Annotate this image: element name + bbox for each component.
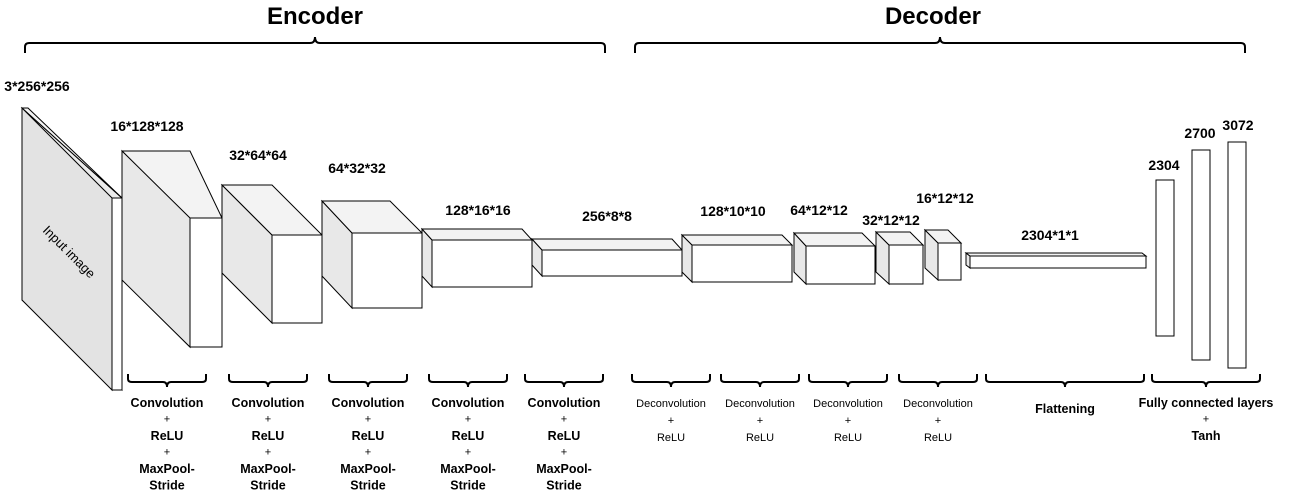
operation-label-line: Flattening: [1035, 402, 1095, 416]
input-image-block: Input image: [20, 106, 123, 392]
operation-label-line: Stride: [350, 479, 385, 493]
operation-label-line: ReLU: [252, 429, 285, 443]
operation-brace: [720, 374, 800, 388]
dim-label: 2304*1*1: [1021, 227, 1079, 243]
operation-brace: [328, 374, 408, 388]
dim-label: 64*32*32: [328, 160, 386, 176]
operation-label-line: MaxPool-: [536, 462, 592, 476]
operation-label-line: Tanh: [1192, 429, 1221, 443]
dim-label: 64*12*12: [790, 202, 848, 218]
encoder-brace: [24, 36, 606, 53]
operation-label-line: +: [668, 415, 674, 427]
operation-label-line: MaxPool-: [139, 462, 195, 476]
fc-layer-3: [1227, 141, 1247, 369]
operation-label-line: Stride: [546, 479, 581, 493]
operation-label-line: Deconvolution: [903, 398, 973, 410]
encoder-block-4: [420, 227, 534, 289]
operation-label-line: Convolution: [528, 396, 601, 410]
operation-label-line: +: [365, 414, 371, 426]
operation-label-line: +: [561, 414, 567, 426]
dim-label: 32*64*64: [229, 147, 287, 163]
operation-braces: [127, 374, 1261, 388]
operation-label-line: Deconvolution: [636, 398, 706, 410]
fc-layer-2: [1191, 149, 1211, 361]
operation-brace: [1151, 374, 1261, 388]
operation-label-line: MaxPool-: [340, 462, 396, 476]
operation-label-line: Stride: [250, 479, 285, 493]
operation-label-line: +: [164, 414, 170, 426]
operation-label-line: +: [265, 414, 271, 426]
operation-label-line: Stride: [149, 479, 184, 493]
dim-label: 128*10*10: [700, 203, 766, 219]
operation-label-line: +: [265, 447, 271, 459]
operation-label-line: +: [164, 447, 170, 459]
operation-brace: [985, 374, 1145, 388]
operation-label-line: ReLU: [352, 429, 385, 443]
fc-layer-1: [1155, 179, 1175, 337]
operation-label-line: ReLU: [834, 432, 862, 444]
operation-label-line: Deconvolution: [725, 398, 795, 410]
operation-label-line: Convolution: [432, 396, 505, 410]
operation-label-line: MaxPool-: [440, 462, 496, 476]
decoder-block-4: [923, 228, 963, 282]
dim-label: 32*12*12: [862, 212, 920, 228]
operation-label-line: ReLU: [746, 432, 774, 444]
operation-label-line: Convolution: [332, 396, 405, 410]
operation-label-line: MaxPool-: [240, 462, 296, 476]
operation-label-line: Deconvolution: [813, 398, 883, 410]
operation-labels: Convolution + ReLU + MaxPool- Stride Convoluti…: [131, 396, 1274, 493]
operation-label-line: ReLU: [548, 429, 581, 443]
dim-label: 16*128*128: [110, 118, 183, 134]
operation-label-line: +: [465, 414, 471, 426]
flatten-block: [964, 252, 1148, 269]
operation-brace: [631, 374, 711, 388]
decoder-brace: [634, 36, 1246, 53]
dim-label: 2700: [1184, 125, 1215, 141]
operation-label-line: Stride: [450, 479, 485, 493]
operation-label-line: ReLU: [657, 432, 685, 444]
dim-label: 3*256*256: [4, 78, 70, 94]
encoder-title: Encoder: [267, 3, 363, 30]
operation-label-line: +: [757, 415, 763, 427]
operation-label-line: +: [1203, 414, 1209, 426]
operation-label-line: +: [365, 447, 371, 459]
dim-label: 16*12*12: [916, 190, 974, 206]
operation-brace: [428, 374, 508, 388]
encoder-block-5: [530, 237, 684, 278]
dim-label: 128*16*16: [445, 202, 511, 218]
operation-label-line: Convolution: [131, 396, 204, 410]
operation-label-line: Fully connected layers: [1139, 396, 1274, 410]
operation-label-line: +: [465, 447, 471, 459]
operation-label-line: +: [935, 415, 941, 427]
operation-label-line: ReLU: [151, 429, 184, 443]
operation-brace: [127, 374, 207, 388]
dim-label: 256*8*8: [582, 208, 632, 224]
operation-brace: [808, 374, 888, 388]
decoder-block-2: [792, 231, 877, 286]
decoder-title: Decoder: [885, 3, 981, 30]
operation-brace: [898, 374, 978, 388]
operation-brace: [228, 374, 308, 388]
operation-label-line: ReLU: [452, 429, 485, 443]
decoder-block-1: [680, 233, 794, 284]
encoder-block-2: [220, 183, 324, 325]
encoder-block-1: [121, 149, 223, 349]
encoder-block-3: [320, 199, 424, 310]
operation-brace: [524, 374, 604, 388]
operation-label-line: +: [845, 415, 851, 427]
decoder-block-3: [874, 230, 925, 286]
dim-label: 3072: [1222, 117, 1253, 133]
operation-label-line: ReLU: [924, 432, 952, 444]
dim-label: 2304: [1148, 157, 1179, 173]
operation-label-line: Convolution: [232, 396, 305, 410]
operation-label-line: +: [561, 447, 567, 459]
